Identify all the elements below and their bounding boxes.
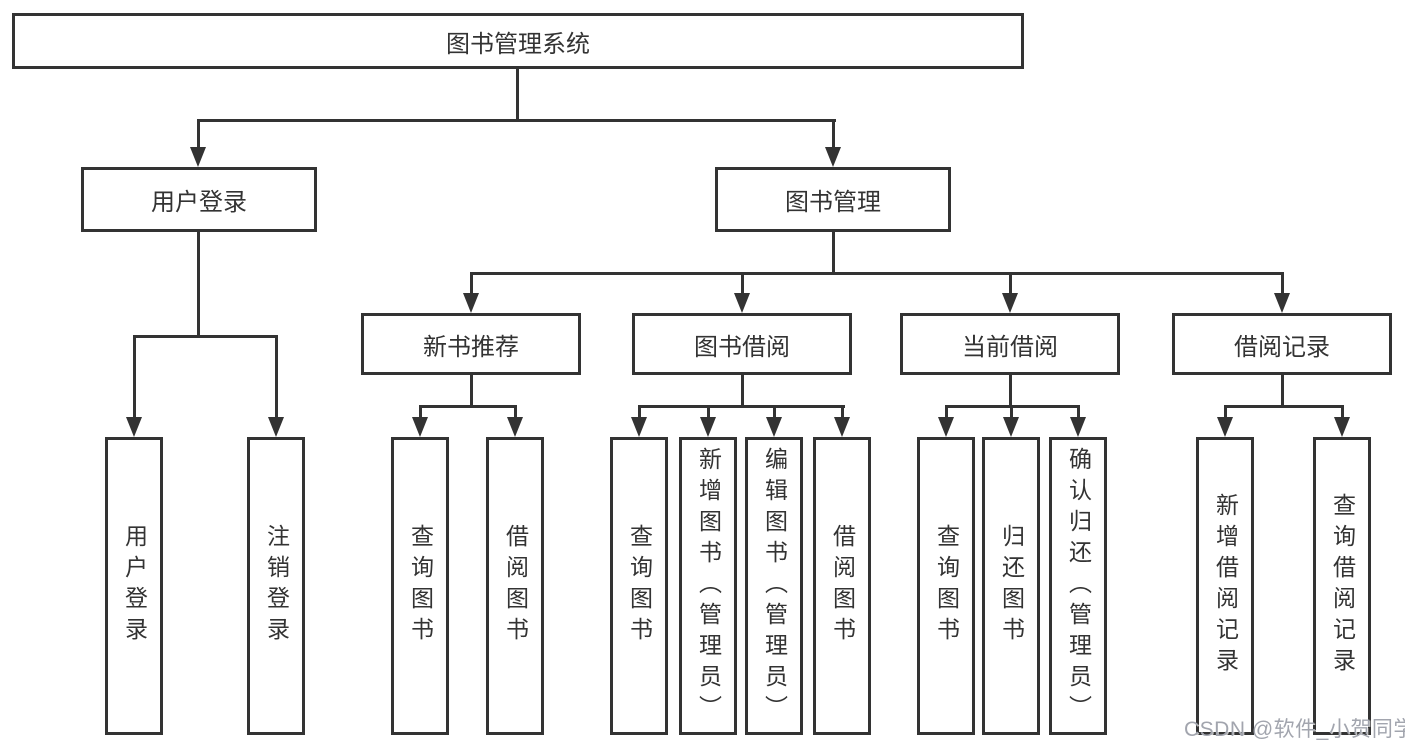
connector-vline bbox=[419, 405, 422, 417]
leaf-query-borrow-record: 查询借阅记录 bbox=[1313, 437, 1371, 735]
arrow-down-icon bbox=[463, 293, 479, 313]
arrow-down-icon bbox=[734, 293, 750, 313]
connector-hline bbox=[419, 405, 517, 408]
connector-vline bbox=[516, 69, 519, 120]
arrow-down-icon bbox=[1002, 293, 1018, 313]
node-user-login: 用户登录 bbox=[81, 167, 317, 232]
arrow-down-icon bbox=[268, 417, 284, 437]
connector-hline bbox=[1224, 405, 1344, 408]
arrow-down-icon bbox=[507, 417, 523, 437]
connector-vline bbox=[841, 405, 844, 417]
leaf-confirm-return-admin: 确认归还（管理员） bbox=[1049, 437, 1107, 735]
connector-vline bbox=[1281, 375, 1284, 407]
arrow-down-icon bbox=[126, 417, 142, 437]
connector-vline bbox=[197, 119, 200, 150]
leaf-return-books: 归还图书 bbox=[982, 437, 1040, 735]
connector-vline bbox=[133, 335, 136, 417]
leaf-query-books-current: 查询图书 bbox=[917, 437, 975, 735]
node-new-book-recommend: 新书推荐 bbox=[361, 313, 581, 375]
connector-vline bbox=[707, 405, 710, 417]
arrow-down-icon bbox=[631, 417, 647, 437]
leaf-label: 查询图书 bbox=[933, 524, 960, 648]
connector-vline bbox=[741, 375, 744, 407]
leaf-label: 查询借阅记录 bbox=[1329, 493, 1356, 679]
connector-vline bbox=[1077, 405, 1080, 417]
arrow-down-icon bbox=[1217, 417, 1233, 437]
arrow-down-icon bbox=[190, 147, 206, 167]
leaf-label: 借阅图书 bbox=[502, 524, 529, 648]
leaf-query-books-borrow: 查询图书 bbox=[610, 437, 668, 735]
connector-vline bbox=[1009, 272, 1012, 293]
connector-vline bbox=[945, 405, 948, 417]
arrow-down-icon bbox=[1003, 417, 1019, 437]
leaf-label: 归还图书 bbox=[998, 524, 1025, 648]
leaf-label: 用户登录 bbox=[121, 524, 148, 648]
leaf-logout: 注销登录 bbox=[247, 437, 305, 735]
arrow-down-icon bbox=[412, 417, 428, 437]
connector-vline bbox=[1224, 405, 1227, 417]
connector-vline bbox=[1341, 405, 1344, 417]
leaf-label: 编辑图书（管理员） bbox=[761, 446, 788, 726]
arrow-down-icon bbox=[938, 417, 954, 437]
node-book-borrow: 图书借阅 bbox=[632, 313, 852, 375]
leaf-edit-books-admin: 编辑图书（管理员） bbox=[745, 437, 803, 735]
connector-vline bbox=[741, 272, 744, 293]
csdn-watermark: CSDN @软件_小贺同学 bbox=[1184, 718, 1405, 741]
connector-vline bbox=[275, 335, 278, 417]
arrow-down-icon bbox=[1334, 417, 1350, 437]
connector-hline bbox=[638, 405, 845, 408]
connector-hline bbox=[197, 119, 836, 122]
connector-vline bbox=[470, 375, 473, 407]
connector-vline bbox=[832, 232, 835, 274]
connector-vline bbox=[1010, 405, 1013, 417]
node-root-library-system: 图书管理系统 bbox=[12, 13, 1024, 69]
arrow-down-icon bbox=[834, 417, 850, 437]
leaf-label: 新增借阅记录 bbox=[1212, 493, 1239, 679]
leaf-label: 新增图书（管理员） bbox=[695, 446, 722, 726]
connector-hline bbox=[470, 272, 1284, 275]
connector-hline bbox=[133, 335, 278, 338]
leaf-label: 借阅图书 bbox=[829, 524, 856, 648]
connector-vline bbox=[832, 119, 835, 150]
leaf-add-books-admin: 新增图书（管理员） bbox=[679, 437, 737, 735]
connector-vline bbox=[773, 405, 776, 417]
connector-vline bbox=[1009, 375, 1012, 407]
connector-vline bbox=[197, 232, 200, 337]
connector-vline bbox=[1281, 272, 1284, 293]
connector-vline bbox=[470, 272, 473, 293]
leaf-label: 注销登录 bbox=[263, 524, 290, 648]
leaf-label: 查询图书 bbox=[626, 524, 653, 648]
arrow-down-icon bbox=[825, 147, 841, 167]
leaf-borrow-books-recommend: 借阅图书 bbox=[486, 437, 544, 735]
arrow-down-icon bbox=[1070, 417, 1086, 437]
arrow-down-icon bbox=[766, 417, 782, 437]
leaf-add-borrow-record: 新增借阅记录 bbox=[1196, 437, 1254, 735]
leaf-query-books-recommend: 查询图书 bbox=[391, 437, 449, 735]
connector-vline bbox=[514, 405, 517, 417]
leaf-label: 查询图书 bbox=[407, 524, 434, 648]
node-borrow-record: 借阅记录 bbox=[1172, 313, 1392, 375]
node-current-borrow: 当前借阅 bbox=[900, 313, 1120, 375]
leaf-borrow-books: 借阅图书 bbox=[813, 437, 871, 735]
arrow-down-icon bbox=[1274, 293, 1290, 313]
leaf-label: 确认归还（管理员） bbox=[1065, 446, 1092, 726]
node-book-management: 图书管理 bbox=[715, 167, 951, 232]
leaf-user-login: 用户登录 bbox=[105, 437, 163, 735]
connector-vline bbox=[638, 405, 641, 417]
arrow-down-icon bbox=[700, 417, 716, 437]
